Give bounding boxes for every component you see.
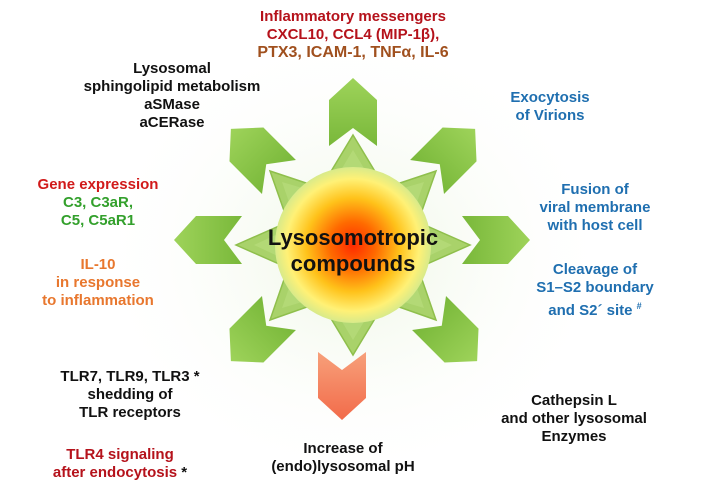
tlr4-line2: after endocytosis xyxy=(52,464,178,481)
cathepsin-line3: Enzymes xyxy=(541,428,607,445)
sphingo-line4: aCERase xyxy=(139,114,205,131)
cathepsin-label: Cathepsin L and other lysosomal Enzymes xyxy=(484,392,664,446)
fusion-line3: with host cell xyxy=(547,217,643,234)
cleavage-line3: and S2´ site xyxy=(548,302,633,319)
gene-line2: C3, C3aR, xyxy=(62,194,134,211)
il10-line3: to inflammation xyxy=(42,292,154,309)
exocytosis-line1: Exocytosis xyxy=(510,89,590,106)
inflammatory-title: Inflammatory messengers xyxy=(260,8,446,25)
inflammatory-line3: PTX3, ICAM-1, TNFα, IL-6 xyxy=(257,44,449,61)
fusion-line2: viral membrane xyxy=(539,199,651,216)
arrow-down-right xyxy=(412,296,479,363)
center-title: Lysosomotropic compounds xyxy=(222,225,484,277)
cleavage-line1: Cleavage of xyxy=(552,261,638,278)
tlr4-label: TLR4 signaling after endocytosis * xyxy=(30,446,210,482)
ph-line2: (endo)lysosomal pH xyxy=(271,458,415,475)
arrow-up-right xyxy=(410,127,477,194)
arrow-down xyxy=(318,352,366,420)
inflammatory-line2: CXCL10, CCL4 (MIP-1β), xyxy=(266,26,440,43)
gene-line3: C5, C5aR1 xyxy=(60,212,136,229)
il10-line1: IL-10 xyxy=(80,256,116,273)
il10-line2: in response xyxy=(55,274,141,291)
tlr-line3: TLR receptors xyxy=(79,404,181,421)
cleavage-line2: S1–S2 boundary xyxy=(536,279,654,296)
arrow-left xyxy=(174,216,242,264)
ph-label: Increase of (endo)lysosomal pH xyxy=(250,440,436,476)
arrow-down-left xyxy=(229,296,296,363)
tlr-line2: shedding of xyxy=(87,386,173,403)
cleavage-mark: # xyxy=(636,301,642,311)
center-title-line1: Lysosomotropic xyxy=(267,225,439,250)
cathepsin-line2: and other lysosomal xyxy=(501,410,647,427)
gene-expression-label: Gene expression C3, C3aR, C5, C5aR1 xyxy=(18,176,178,230)
fusion-label: Fusion of viral membrane with host cell xyxy=(520,181,670,235)
sphingolipid-label: Lysosomal sphingolipid metabolism aSMase… xyxy=(72,60,272,132)
arrow-up xyxy=(329,78,377,146)
sphingo-line2: sphingolipid metabolism xyxy=(83,78,261,95)
tlr4-mark: * xyxy=(181,464,188,481)
gene-title: Gene expression xyxy=(37,176,159,193)
sphingo-line1: Lysosomal xyxy=(133,60,211,77)
arrow-right xyxy=(462,216,530,264)
il10-label: IL-10 in response to inflammation xyxy=(18,256,178,310)
fusion-line1: Fusion of xyxy=(561,181,629,198)
inflammatory-messengers-label: Inflammatory messengers CXCL10, CCL4 (MI… xyxy=(213,8,493,62)
sphingo-line3: aSMase xyxy=(144,96,200,113)
tlr4-line2-row: after endocytosis * xyxy=(30,464,210,482)
cleavage-label: Cleavage of S1–S2 boundary and S2´ site … xyxy=(510,261,680,320)
cathepsin-line1: Cathepsin L xyxy=(531,392,617,409)
tlr4-line1: TLR4 signaling xyxy=(66,446,174,463)
tlr-line1: TLR7, TLR9, TLR3 * xyxy=(60,368,200,385)
center-title-line2: compounds xyxy=(290,251,416,276)
exocytosis-label: Exocytosis of Virions xyxy=(470,89,630,125)
center-core xyxy=(275,167,431,323)
tlr-label: TLR7, TLR9, TLR3 * shedding of TLR recep… xyxy=(30,368,230,422)
exocytosis-line2: of Virions xyxy=(515,107,585,124)
arrow-up-left xyxy=(229,127,296,194)
ph-line1: Increase of xyxy=(303,440,383,457)
cleavage-line3-row: and S2´ site # xyxy=(510,297,680,320)
